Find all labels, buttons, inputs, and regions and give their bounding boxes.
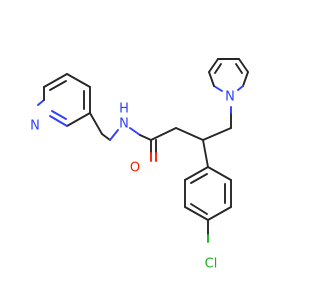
- bond: [66, 73, 91, 88]
- bond: [51, 110, 67, 120]
- bond: [43, 73, 68, 88]
- bond: [190, 173, 208, 184]
- bond: [208, 58, 219, 73]
- chlorophenyl-ring: [184, 166, 232, 221]
- bond: [208, 71, 215, 87]
- bond: [202, 127, 232, 141]
- bond: [190, 203, 208, 215]
- pyrrole-ring: [208, 58, 249, 92]
- bond: [237, 85, 244, 91]
- amide-hydrogen-label: H: [119, 102, 129, 117]
- bond: [202, 139, 209, 168]
- bond: [235, 63, 243, 74]
- bond: [66, 112, 91, 127]
- molecule-diagram: N N H O N Cl: [30, 58, 249, 272]
- bond: [49, 115, 68, 127]
- bond: [184, 166, 209, 181]
- bond: [129, 127, 141, 136]
- bond: [213, 85, 223, 92]
- bond: [207, 206, 232, 221]
- bond: [109, 129, 119, 141]
- bond: [37, 99, 45, 106]
- bond: [175, 127, 204, 141]
- bond: [214, 63, 222, 74]
- amide-nitrogen-label: N: [119, 117, 129, 132]
- carbonyl-oxygen-label: O: [130, 161, 140, 176]
- pyridine-ring: [37, 73, 91, 127]
- bond: [101, 133, 111, 141]
- bond: [150, 127, 177, 141]
- bond: [238, 58, 249, 73]
- bond: [242, 71, 249, 87]
- bond: [49, 80, 67, 91]
- bond: [139, 134, 152, 141]
- pyrrole-nitrogen-label: N: [225, 90, 235, 105]
- structure-canvas: N N H O N Cl: [30, 58, 249, 272]
- bond: [207, 166, 232, 181]
- pyridine-nitrogen-label: N: [30, 119, 40, 134]
- bond: [89, 112, 103, 135]
- bond: [184, 206, 209, 221]
- chlorine-label: Cl: [205, 257, 218, 272]
